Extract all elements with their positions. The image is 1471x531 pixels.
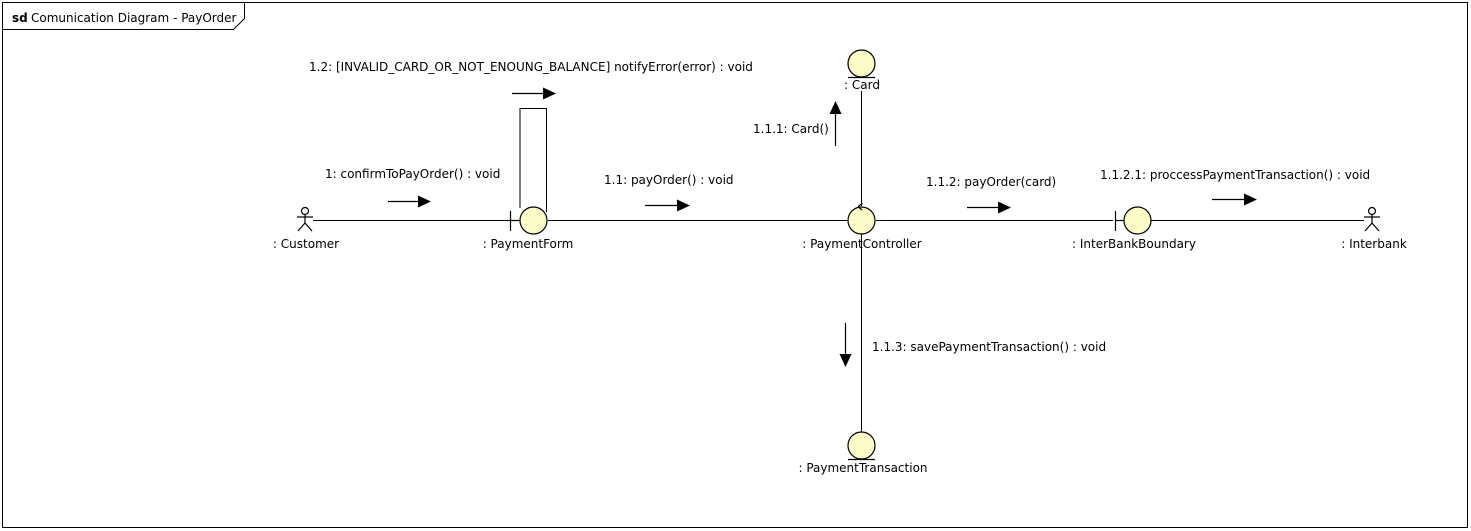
message-1-1-1-arrow (829, 101, 842, 146)
frame-title-tab (2, 2, 245, 30)
paymenttransaction-entity[interactable] (847, 431, 876, 461)
message-1-1-3-label: 1.1.3: savePaymentTransaction() : void (872, 340, 1106, 354)
customer-label: : Customer (273, 237, 339, 251)
message-1-1-2-1-arrow (1212, 193, 1257, 206)
paymentcontroller-control[interactable] (847, 203, 876, 235)
entity-icon (847, 431, 876, 460)
message-1-1-2-arrow (967, 201, 1011, 214)
interbankboundary-label: : InterBankBoundary (1072, 237, 1196, 251)
interbankboundary-boundary[interactable] (1114, 206, 1152, 235)
entity-icon (847, 49, 876, 78)
message-1-arrow (388, 195, 431, 208)
card-label: : Card (844, 78, 880, 92)
interbank-actor[interactable] (1364, 206, 1380, 232)
paymentcontroller-label: : PaymentController (802, 237, 921, 251)
control-icon (847, 206, 876, 235)
message-1-1-2-label: 1.1.2: payOrder(card) (926, 175, 1056, 189)
paymentform-boundary[interactable] (509, 206, 548, 235)
card-entity[interactable] (847, 49, 876, 79)
links (313, 91, 1364, 432)
message-1-1-3-arrow (839, 323, 852, 367)
frame-title: Comunication Diagram - PayOrder (31, 11, 237, 25)
message-1-1-label: 1.1: payOrder() : void (604, 173, 734, 187)
paymenttransaction-label: : PaymentTransaction (798, 461, 927, 475)
frame-keyword: sd (12, 11, 28, 25)
message-1-2-arrow (512, 87, 556, 100)
interbank-label: : Interbank (1341, 237, 1407, 251)
message-1-1-2-1-label: 1.1.2.1: proccessPaymentTransaction() : … (1100, 168, 1370, 182)
customer-actor[interactable] (297, 206, 313, 232)
paymentform-label: : PaymentForm (483, 237, 574, 251)
message-arrows (388, 87, 1257, 367)
self-link-paymentform (519, 108, 547, 212)
message-1-2-label: 1.2: [INVALID_CARD_OR_NOT_ENOUNG_BALANCE… (309, 60, 753, 74)
message-1-label: 1: confirmToPayOrder() : void (325, 167, 500, 181)
message-1-1-arrow (645, 199, 690, 212)
message-1-1-1-label: 1.1.1: Card() (753, 122, 829, 136)
